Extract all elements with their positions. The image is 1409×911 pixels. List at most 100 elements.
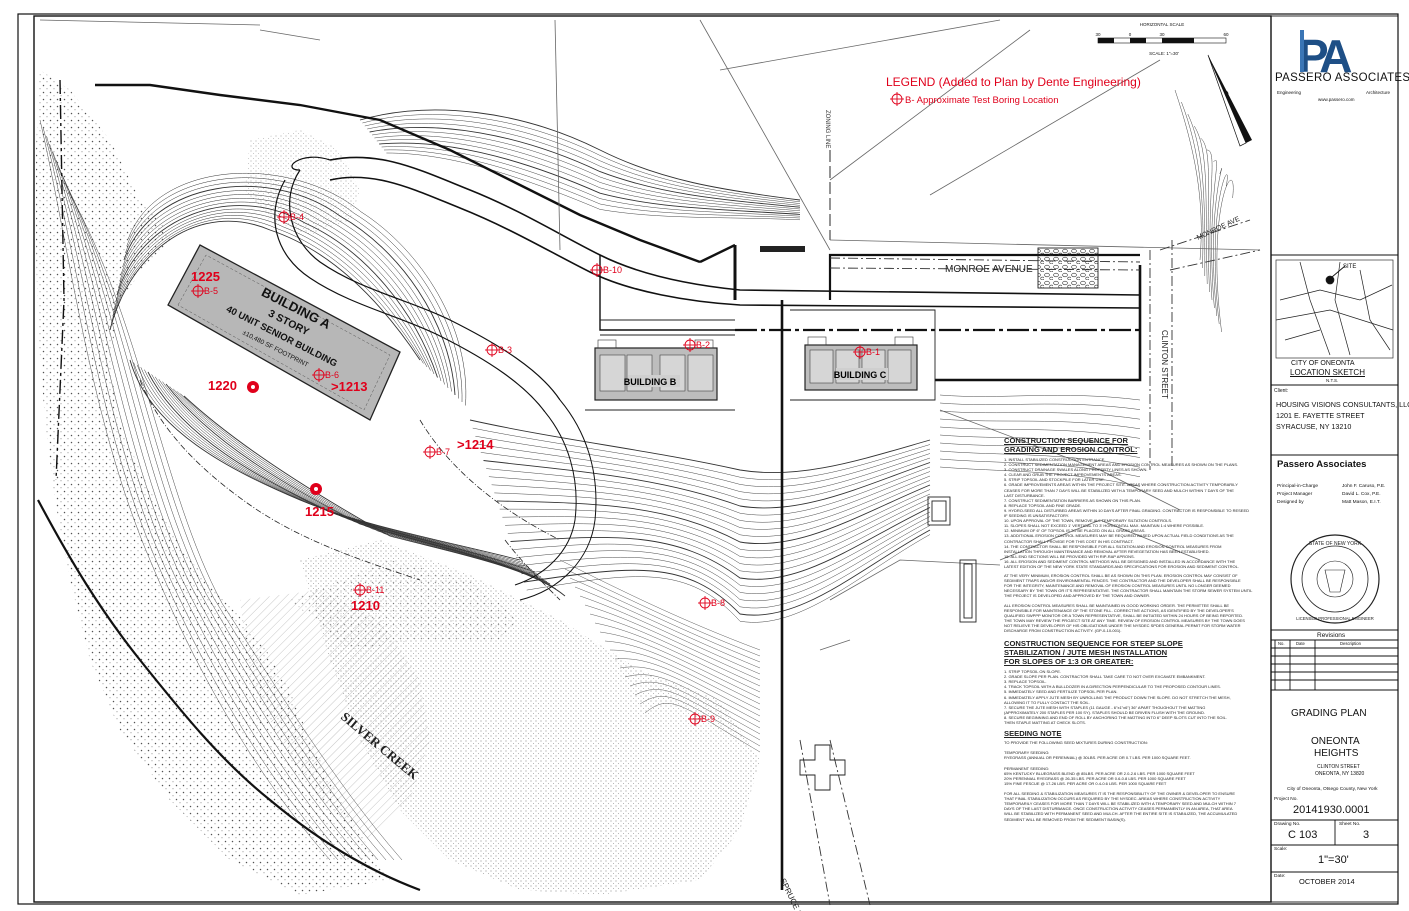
contour-line	[1187, 113, 1206, 277]
contour-line	[939, 466, 1141, 487]
note-line: 20% PERENNIAL RYEGRASS @ 26-35 LBS. PER …	[1004, 775, 1186, 781]
project-name-1: ONEONTA	[1311, 736, 1360, 747]
note-line: WILL BE STABILIZED WITH PERMANENT SEED A…	[1004, 811, 1238, 817]
steep-heading-2: STABILIZATION / JUTE MESH INSTALLATION	[1004, 648, 1168, 658]
contour-line	[383, 149, 801, 219]
note-line: 15. ALL END SECTIONS WILL BE PROVIDED WI…	[1004, 553, 1135, 559]
client-name: HOUSING VISIONS CONSULTANTS, LLC	[1276, 400, 1409, 409]
contour-line	[58, 167, 379, 861]
contour-line	[939, 426, 1141, 439]
note-line: 8. REPLACE TOPSOIL AND FINE GRADE.	[1004, 502, 1082, 508]
note-line: 14. THE CONTRACTOR SHALL BE RESPONSIBLE …	[1004, 543, 1222, 549]
contour-line	[376, 139, 801, 213]
note-line: 65% KENTUCKY BLUEGRASS BLEND @ 85LBS. PE…	[1004, 770, 1195, 776]
boring-label: B-10	[603, 265, 622, 275]
scale-bar: HORIZONTAL SCALE 30 0 30 60 SCALE: 1"=30…	[1095, 22, 1229, 56]
architecture-label: Architecture	[1366, 90, 1391, 95]
boring-b-4: B-4	[277, 210, 304, 224]
contour-line	[369, 127, 801, 208]
test-borings: B-1B-2B-3B-4B-5B-6B-7B-8B-9B-10B-11	[191, 210, 880, 726]
contour-line	[594, 622, 761, 693]
monroe-avenue-label: MONROE AVENUE	[945, 264, 1033, 275]
principal-name: John F. Caruso, P.E.	[1342, 484, 1386, 489]
legend-title: LEGEND (Added to Plan by Dente Engineeri…	[886, 75, 1141, 89]
contour-line	[469, 419, 931, 474]
building-b-label: BUILDING B	[624, 377, 677, 387]
contour-line	[119, 198, 445, 385]
contour-line	[1174, 89, 1202, 261]
construction-sequence-notes: CONSTRUCTION SEQUENCE FOR GRADING AND ER…	[1004, 436, 1266, 822]
contour-line	[574, 586, 761, 669]
note-line: LATEST EDITION OF THE NEW YORK STATE STA…	[1004, 563, 1239, 569]
boring-b-8: B-8	[698, 596, 725, 610]
contour-line	[939, 402, 1141, 410]
note-line: AT THE VERY MINIMUM, EROSION CONTROL SHA…	[1004, 573, 1238, 579]
scale-value: 1"=30'	[1318, 854, 1349, 866]
contour-line	[939, 394, 1141, 401]
contour-line	[579, 595, 761, 675]
contour-line	[1194, 125, 1208, 285]
contour-line	[1211, 160, 1217, 309]
note-line: 9. HYDRO-SEED ALL DISTURBED AREAS WITHIN…	[1004, 507, 1250, 513]
contour-line	[502, 493, 931, 559]
elevation-1225: 1225	[191, 269, 220, 284]
note-line: LAST DISTURBANCE.	[1004, 492, 1045, 498]
pm-label: Project Manager	[1277, 492, 1313, 497]
contour-line	[133, 362, 524, 563]
contour-line	[499, 489, 931, 551]
boring-label: B-4	[290, 212, 304, 222]
note-line: CONTRACTOR SHALL PROVIDE FOR THIS COST I…	[1004, 538, 1134, 544]
note-line: PERMANENT SEEDING:	[1004, 765, 1050, 771]
drawing-no: C 103	[1288, 829, 1318, 841]
note-line: 5. STRIP TOPSOIL AND STOCKPILE FOR LATER…	[1004, 477, 1105, 483]
contour-line	[154, 376, 542, 578]
client-street: 1201 E. FAYETTE STREET	[1276, 411, 1365, 420]
building-c: BUILDING C	[804, 336, 918, 391]
drawing-no-label: Drawing No.	[1274, 822, 1301, 827]
small-structures	[799, 90, 1229, 791]
firm-name: PASSERO ASSOCIATES	[1275, 72, 1409, 84]
note-line: FOR ALL SEEDING & STABILIZATION MEASURES…	[1004, 791, 1236, 797]
boring-label: B-3	[498, 345, 512, 355]
boring-b-1: B-1	[853, 345, 880, 359]
contour-line	[113, 211, 431, 371]
seal-license-text: LICENSED PROFESSIONAL ENGINEER	[1296, 616, 1374, 621]
note-line: DAYS OF THE LAST DISTURBANCE. ONCE CONST…	[1004, 806, 1233, 812]
designer-name: Matt Mason, E.I.T.	[1342, 500, 1381, 505]
contour-line	[559, 559, 761, 651]
scale-bar-title: HORIZONTAL SCALE	[1140, 22, 1185, 27]
contour-line	[505, 498, 931, 566]
steep-heading-1: CONSTRUCTION SEQUENCE FOR STEEP SLOPE	[1004, 639, 1183, 649]
note-line: 8. SECURE BEGINNING AND END OF ROLL BY A…	[1004, 714, 1227, 720]
note-line: NOT RELIEVE THE DEVELOPER OF HIS OBLIGAT…	[1004, 622, 1241, 628]
contour-line	[483, 460, 931, 509]
contour-line	[1206, 149, 1213, 301]
note-line: 7. CONSTRUCT SEDIMENTATION BARRIERS AS S…	[1004, 497, 1142, 503]
note-line: TEMPORARY SEEDING:	[1004, 750, 1050, 756]
client-label: Client:	[1274, 388, 1289, 394]
location-sketch-map	[1275, 259, 1394, 359]
building-b: BUILDING B	[594, 339, 718, 401]
clinton-street-label: CLINTON STREET	[1160, 330, 1169, 399]
contour-line	[488, 471, 931, 523]
note-line: IF SEEDING IS UNSATISFACTORY.	[1004, 513, 1070, 519]
note-line: SEDIMENT TRAPS AND/OR ENVIRONMENTAL FENC…	[1004, 578, 1241, 584]
project-city: ONEONTA, NY 13820	[1315, 771, 1365, 777]
curb-hatch	[760, 246, 805, 252]
contour-line	[599, 631, 761, 699]
boring-symbol-icon	[890, 92, 904, 106]
seal-state-text: STATE OF NEW YORK	[1309, 541, 1362, 547]
contour-line	[513, 511, 931, 587]
note-line: CEASES FOR MORE THAN 7 DAYS WILL BE STAB…	[1004, 487, 1234, 493]
note-line: 3. REPLACE TOPSOIL.	[1004, 679, 1047, 685]
contour-line	[644, 703, 761, 753]
contour-line	[584, 604, 761, 681]
contour-line	[604, 640, 761, 705]
contour-line	[140, 367, 530, 568]
contour-line	[624, 674, 761, 729]
note-line: THEN STAPLE MATTING AT CHECK SLOTS.	[1004, 720, 1086, 726]
contour-line	[381, 146, 801, 217]
contour-line	[169, 386, 554, 587]
note-line: 15% FINE FESCUE @ 17-26 LBS. PER ACRE OR…	[1004, 780, 1167, 786]
